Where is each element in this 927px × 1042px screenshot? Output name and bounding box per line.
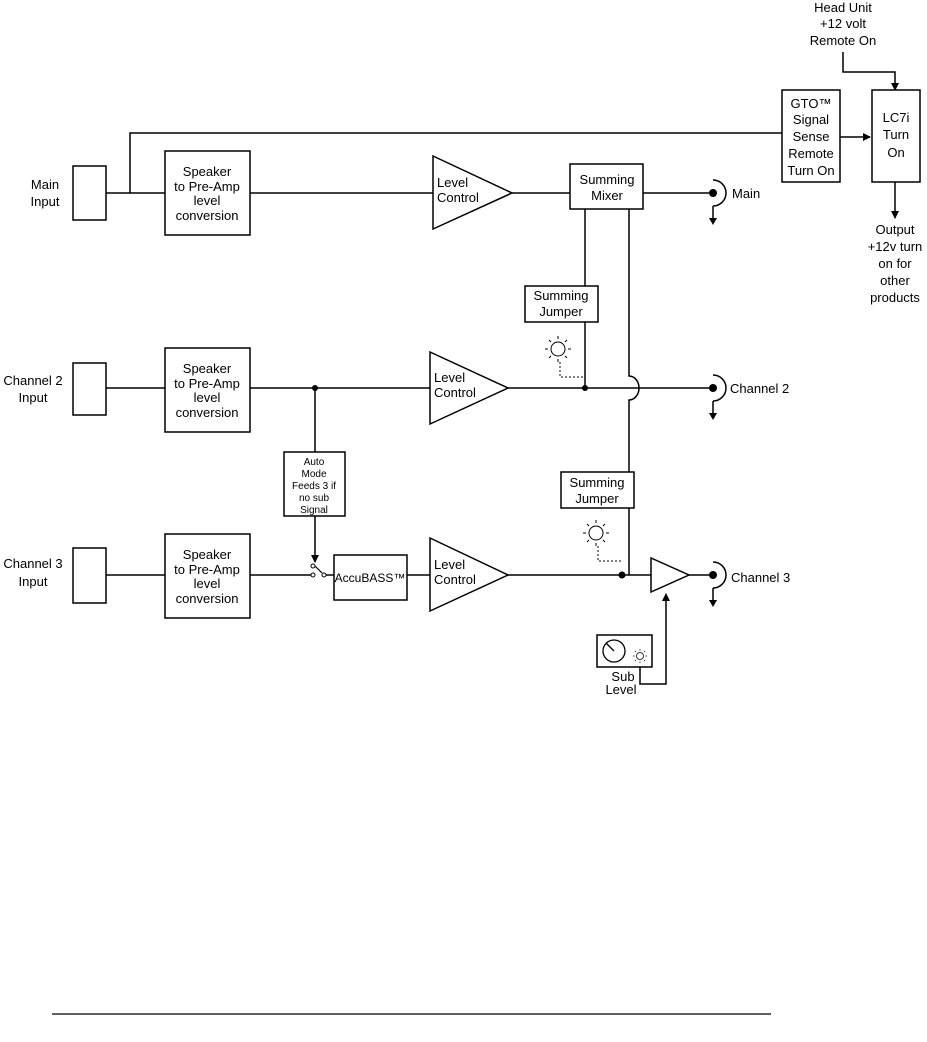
- svg-text:Turn: Turn: [883, 127, 909, 142]
- channel3-sum-node: [618, 571, 626, 579]
- channel2-output-label: Channel 2: [730, 381, 789, 396]
- signal-sense-tap-wire: [129, 132, 782, 193]
- svg-text:Channel 3: Channel 3: [3, 556, 62, 571]
- main-level-control-amp: Level Control: [432, 154, 514, 231]
- svg-text:Level: Level: [434, 370, 465, 385]
- main-output-jack-icon: [709, 179, 727, 225]
- jumper-upper-led-icon: [545, 336, 585, 378]
- sub-level-led-icon: [633, 649, 647, 663]
- svg-text:conversion: conversion: [176, 208, 239, 223]
- svg-text:On: On: [887, 145, 904, 160]
- svg-text:level: level: [194, 576, 221, 591]
- svg-text:Summing: Summing: [570, 475, 625, 490]
- svg-text:Speaker: Speaker: [183, 361, 232, 376]
- auto-mode-box: Auto Mode Feeds 3 if no sub Signal: [283, 451, 346, 517]
- svg-text:Signal: Signal: [793, 112, 829, 127]
- svg-text:Control: Control: [434, 385, 476, 400]
- svg-text:products: products: [870, 290, 920, 305]
- remote-on-wire: [842, 52, 899, 91]
- svg-text:level: level: [194, 193, 221, 208]
- sub-level-control-wire: [639, 593, 670, 685]
- svg-text:Jumper: Jumper: [539, 304, 583, 319]
- svg-text:Mode: Mode: [301, 469, 326, 480]
- svg-text:to Pre-Amp: to Pre-Amp: [174, 562, 240, 577]
- svg-text:Head Unit: Head Unit: [814, 0, 872, 15]
- svg-text:Summing: Summing: [534, 288, 589, 303]
- svg-text:on for: on for: [878, 256, 912, 271]
- channel3-input-label: Channel 3 Input: [3, 556, 62, 589]
- gto-signal-sense-box: GTO™ Signal Sense Remote Turn On: [781, 89, 841, 183]
- svg-text:Speaker: Speaker: [183, 547, 232, 562]
- channel3-output-jack-icon: [709, 561, 727, 607]
- svg-text:Remote: Remote: [788, 146, 834, 161]
- summing-jumper-upper[interactable]: Summing Jumper: [524, 285, 599, 323]
- svg-text:Jumper: Jumper: [575, 491, 619, 506]
- svg-text:conversion: conversion: [176, 405, 239, 420]
- svg-text:conversion: conversion: [176, 591, 239, 606]
- channel2-input-connector: [72, 362, 107, 416]
- svg-text:AccuBASS™: AccuBASS™: [335, 571, 406, 585]
- svg-text:Level: Level: [434, 557, 465, 572]
- svg-text:Input: Input: [19, 574, 48, 589]
- svg-text:LC7i: LC7i: [883, 110, 910, 125]
- channel3-level-control-amp: Level Control: [429, 536, 510, 613]
- sub-level-control[interactable]: [596, 634, 653, 668]
- channel2-level-control-amp: Level Control: [429, 350, 510, 426]
- channel2-sum-node: [582, 385, 588, 391]
- sub-level-label: Sub Level: [605, 669, 636, 697]
- svg-text:Level: Level: [605, 682, 636, 697]
- svg-text:Turn On: Turn On: [787, 163, 834, 178]
- channel2-output-jack-icon: [709, 374, 727, 420]
- svg-text:Input: Input: [31, 194, 60, 209]
- main-speaker-converter-box: Speaker to Pre-Amp level conversion: [164, 150, 251, 236]
- head-unit-label: Head Unit +12 volt Remote On: [810, 0, 876, 48]
- summing-mixer-box: Summing Mixer: [569, 163, 644, 210]
- output-turn-on-note: Output +12v turn on for other products: [868, 222, 923, 305]
- channel2-speaker-converter-box: Speaker to Pre-Amp level conversion: [164, 347, 251, 433]
- svg-text:Auto: Auto: [304, 457, 325, 468]
- svg-text:no sub: no sub: [299, 493, 329, 504]
- svg-text:Feeds 3 if: Feeds 3 if: [292, 481, 336, 492]
- svg-text:Channel 2: Channel 2: [3, 373, 62, 388]
- svg-text:Control: Control: [434, 572, 476, 587]
- svg-text:to Pre-Amp: to Pre-Amp: [174, 376, 240, 391]
- svg-text:Output: Output: [875, 222, 914, 237]
- svg-text:+12v turn: +12v turn: [868, 239, 923, 254]
- channel3-speaker-converter-box: Speaker to Pre-Amp level conversion: [164, 533, 251, 619]
- svg-text:other: other: [880, 273, 910, 288]
- main-output-label: Main: [732, 186, 760, 201]
- summing-jumper-lower[interactable]: Summing Jumper: [560, 471, 635, 509]
- svg-text:Remote On: Remote On: [810, 33, 876, 48]
- svg-text:Input: Input: [19, 390, 48, 405]
- lc7i-turn-on-box: LC7i Turn On: [871, 89, 921, 183]
- mixer-to-channel3-wire: [628, 209, 640, 575]
- svg-text:level: level: [194, 390, 221, 405]
- svg-text:Control: Control: [437, 190, 479, 205]
- auto-mode-switch-icon: [310, 563, 327, 578]
- svg-text:+12 volt: +12 volt: [820, 16, 866, 31]
- main-input-connector: [72, 165, 107, 221]
- svg-text:Sub: Sub: [611, 669, 634, 684]
- svg-text:to Pre-Amp: to Pre-Amp: [174, 179, 240, 194]
- svg-text:Sense: Sense: [793, 129, 830, 144]
- accubass-box: AccuBASS™: [333, 554, 408, 601]
- svg-text:Mixer: Mixer: [591, 188, 623, 203]
- svg-text:Main: Main: [31, 177, 59, 192]
- svg-text:GTO™: GTO™: [791, 96, 832, 111]
- channel3-output-label: Channel 3: [731, 570, 790, 585]
- sub-level-amp: [650, 556, 691, 594]
- channel2-input-label: Channel 2 Input: [3, 373, 62, 405]
- svg-text:Speaker: Speaker: [183, 164, 232, 179]
- svg-text:Signal: Signal: [300, 505, 328, 516]
- svg-text:Level: Level: [437, 175, 468, 190]
- jumper-lower-led-icon: [583, 520, 622, 562]
- channel3-input-connector: [72, 547, 107, 604]
- main-input-label: Main Input: [31, 177, 60, 209]
- svg-text:Summing: Summing: [580, 172, 635, 187]
